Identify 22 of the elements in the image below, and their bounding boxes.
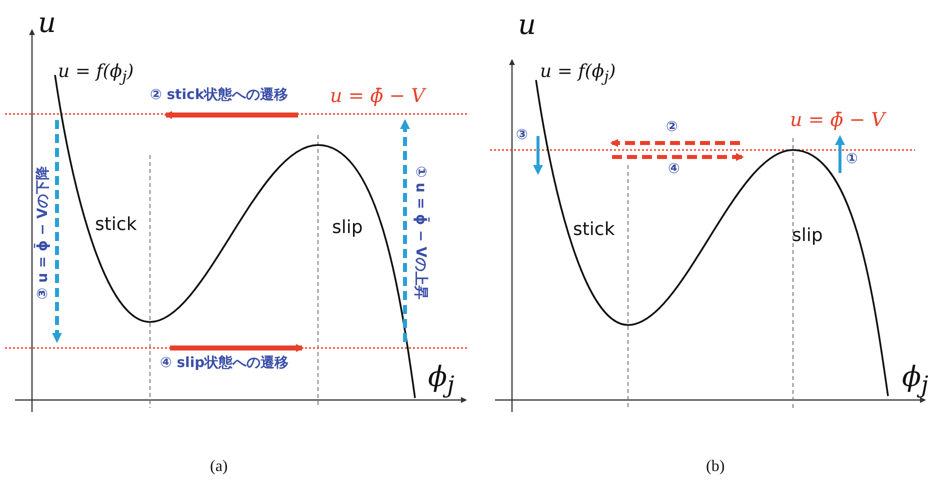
transition-label: ① u = ϕ̄ − Vの上昇 xyxy=(412,165,428,300)
region-label: slip xyxy=(792,226,823,246)
panel-caption: (a) xyxy=(210,458,228,476)
line-label: u = ϕ̄ − V xyxy=(330,86,425,107)
axis-label: ϕ$_{j}$ xyxy=(428,362,454,398)
region-label: slip xyxy=(332,218,363,238)
region-label: stick xyxy=(95,215,137,235)
axis-label: u xyxy=(38,8,56,39)
line-label: u = ϕ̄ − V xyxy=(790,110,885,131)
transition-label: ③ u = ϕ̄ − Vの下降 xyxy=(36,165,52,300)
region-label: stick xyxy=(573,220,615,240)
step-number: ④ xyxy=(668,162,680,178)
axis-label: ϕ$_{j}$ xyxy=(902,362,928,398)
curve-label: u = f(ϕ$_{j}$) xyxy=(58,62,134,86)
panel-caption: (b) xyxy=(706,458,725,476)
curve-label: u = f(ϕ$_{j}$) xyxy=(540,62,616,86)
step-number: ③ xyxy=(516,128,528,144)
axis-label: u xyxy=(518,10,536,41)
step-number: ② xyxy=(666,120,678,136)
transition-label: ④ slip状態への遷移 xyxy=(160,356,289,372)
transition-label: ② stick状態への遷移 xyxy=(150,88,288,104)
step-number: ① xyxy=(846,152,858,168)
